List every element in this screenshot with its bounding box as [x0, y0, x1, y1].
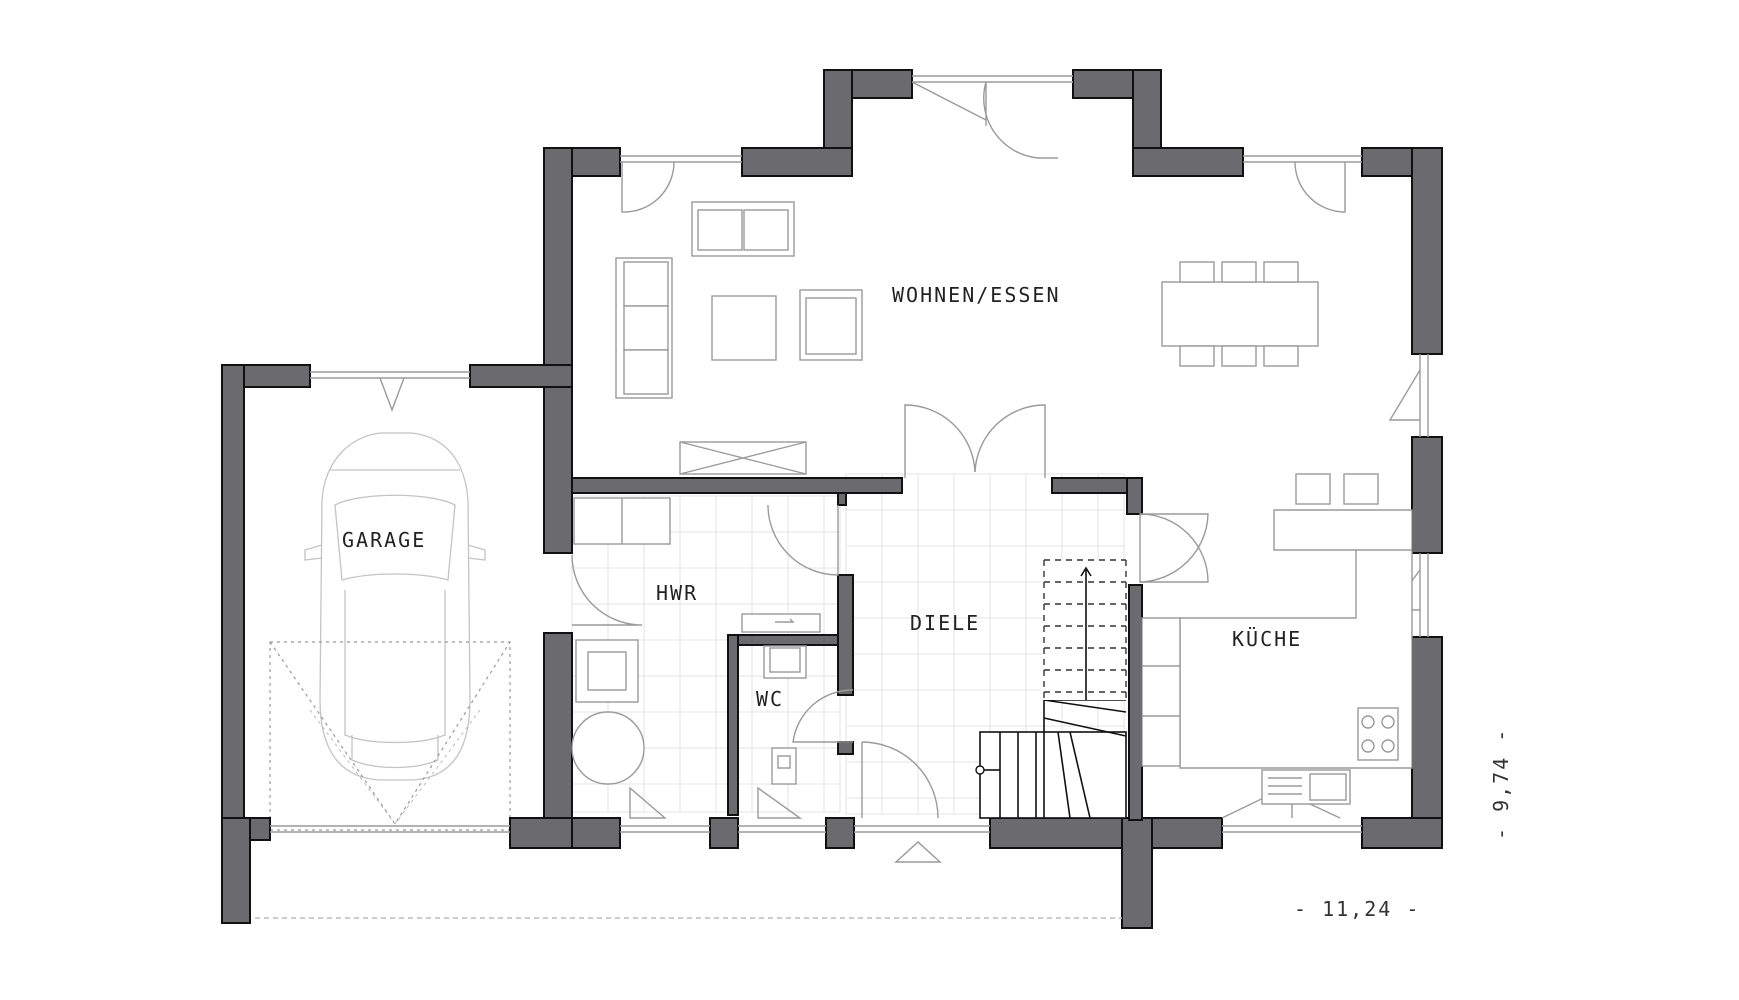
room-label-kueche: KÜCHE [1232, 627, 1302, 651]
room-label-hwr: HWR [656, 581, 698, 605]
furniture [571, 201, 1413, 805]
room-label-garage: GARAGE [342, 528, 426, 552]
garage-door-swing [269, 641, 511, 831]
car-outline [304, 432, 486, 781]
dimension-width: - 11,24 - [1294, 897, 1420, 921]
room-label-wohnen-essen: WOHNEN/ESSEN [892, 283, 1061, 307]
staircase [975, 559, 1128, 819]
walls [221, 69, 1443, 929]
room-label-diele: DIELE [910, 611, 980, 635]
windows [270, 75, 1429, 833]
room-label-wc: WC [756, 687, 784, 711]
dimension-depth: - 9,74 - [1489, 728, 1513, 840]
